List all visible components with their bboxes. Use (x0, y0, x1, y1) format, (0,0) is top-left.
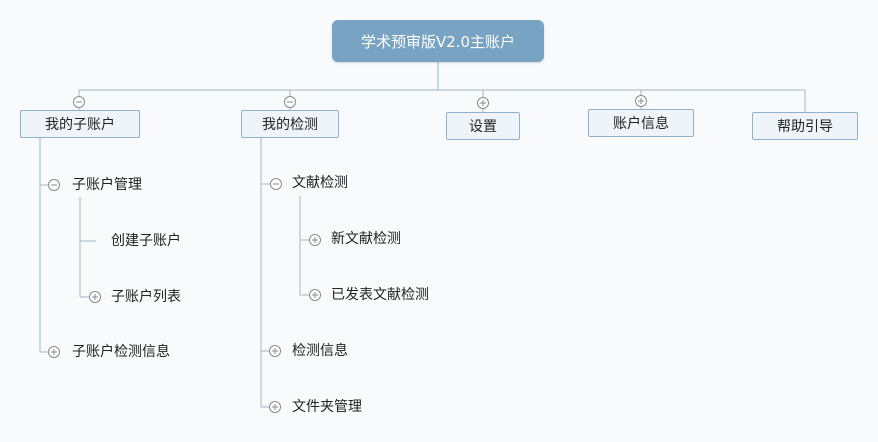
expand-icon[interactable] (635, 95, 647, 107)
node-my-detection[interactable]: 我的检测 (241, 110, 339, 138)
collapse-icon[interactable] (270, 178, 282, 190)
node-published-literature-detection[interactable]: 已发表文献检测 (331, 287, 429, 303)
node-create-subaccount[interactable]: 创建子账户 (111, 233, 181, 249)
node-account-info[interactable]: 账户信息 (588, 109, 694, 137)
node-subaccount-manage[interactable]: 子账户管理 (72, 177, 142, 193)
expand-icon[interactable] (477, 97, 489, 109)
node-new-literature-detection[interactable]: 新文献检测 (331, 231, 401, 247)
node-my-subaccount[interactable]: 我的子账户 (20, 110, 140, 138)
root-node[interactable]: 学术预审版V2.0主账户 (332, 20, 544, 62)
expand-icon[interactable] (89, 291, 101, 303)
node-folder-management[interactable]: 文件夹管理 (292, 399, 362, 415)
node-settings[interactable]: 设置 (446, 112, 520, 140)
collapse-icon[interactable] (284, 96, 296, 108)
expand-icon[interactable] (269, 401, 281, 413)
expand-icon[interactable] (269, 345, 281, 357)
node-detection-info[interactable]: 检测信息 (292, 343, 348, 359)
expand-icon[interactable] (48, 346, 60, 358)
node-subaccount-list[interactable]: 子账户列表 (111, 289, 181, 305)
node-subaccount-detect-info[interactable]: 子账户检测信息 (72, 344, 170, 360)
expand-icon[interactable] (309, 289, 321, 301)
collapse-icon[interactable] (48, 179, 60, 191)
expand-icon[interactable] (309, 234, 321, 246)
node-literature-detection[interactable]: 文献检测 (292, 175, 348, 191)
node-help-guide[interactable]: 帮助引导 (752, 112, 858, 140)
collapse-icon[interactable] (73, 96, 85, 108)
